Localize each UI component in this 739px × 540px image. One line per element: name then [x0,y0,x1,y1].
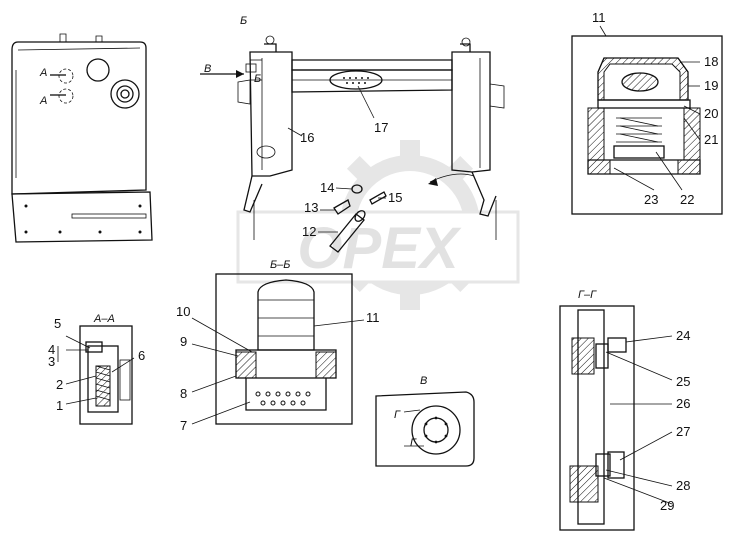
detail-11-title: 11 [592,10,606,25]
callout-24: 24 [676,328,690,343]
callout-8: 8 [180,386,187,401]
callout-4: 4 [48,342,55,357]
callout-15: 15 [388,190,402,205]
callout-22: 22 [680,192,694,207]
watermark-text: OPEX [297,216,461,281]
callout-2: 2 [56,377,63,392]
view-v [375,391,475,467]
callout-5: 5 [54,316,61,331]
callout-16: 16 [300,130,314,145]
callout-23: 23 [644,192,658,207]
callout-19: 19 [704,78,718,93]
callout-3: 3 [48,354,55,369]
marker-b-1: Б [240,15,247,27]
callout-7: 7 [180,418,187,433]
callout-28: 28 [676,478,690,493]
callout-14: 14 [320,180,334,195]
leader-lines [57,61,701,505]
marker-g-2: Г [410,437,417,449]
callout-11: 11 [366,310,380,325]
callouts: 1 2 3 4 5 6 7 8 9 10 11 12 13 14 15 16 1… [48,54,718,513]
fastener-parts [329,184,387,253]
view-v-title: В [420,375,427,387]
marker-v: В [204,63,211,75]
section-gg-title: Г–Г [578,289,597,301]
section-gg [559,305,635,531]
callout-12: 12 [302,224,316,239]
callout-27: 27 [676,424,690,439]
marker-b-2: Б [254,73,261,85]
callout-17: 17 [374,120,388,135]
cover-plate [11,33,153,243]
watermark: OPEX [236,140,520,310]
callout-26: 26 [676,396,690,411]
main-frame [200,35,505,240]
marker-g-1: Г [394,409,401,421]
callout-6: 6 [138,348,145,363]
callout-1: 1 [56,398,63,413]
marker-a-1: А [39,67,47,79]
callout-9: 9 [180,334,187,349]
callout-10: 10 [176,304,190,319]
detail-11 [571,35,723,215]
callout-29: 29 [660,498,674,513]
section-aa [79,325,133,425]
callout-20: 20 [704,106,718,121]
callout-13: 13 [304,200,318,215]
callout-25: 25 [676,374,690,389]
section-bb-title: Б–Б [270,259,290,271]
section-bb [215,273,353,425]
callout-18: 18 [704,54,718,69]
section-aa-title: А–А [93,313,115,325]
marker-a-2: А [39,95,47,107]
callout-21: 21 [704,132,718,147]
